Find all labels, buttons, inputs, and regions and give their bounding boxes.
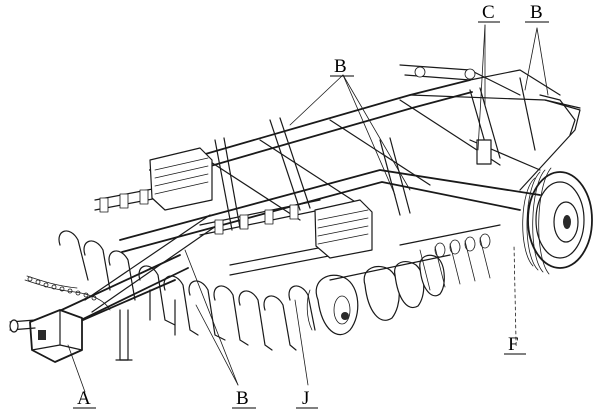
label-a: A — [77, 388, 91, 409]
hydraulic-rams — [214, 77, 536, 231]
disc-row — [306, 254, 451, 336]
callout-b-bottom: B — [232, 388, 256, 409]
label-b-mid: B — [334, 56, 347, 77]
callout-j: J — [296, 388, 318, 409]
rear-wheel — [522, 167, 593, 275]
rear-arms — [399, 64, 581, 136]
callout-c: C — [478, 2, 500, 23]
callout-a: A — [73, 388, 96, 409]
rear-rake — [399, 224, 501, 291]
label-b-bottom: B — [236, 388, 249, 409]
callout-b-mid: B — [330, 56, 354, 77]
drawbar — [9, 214, 217, 363]
callout-b-top: B — [525, 2, 549, 23]
label-j: J — [302, 388, 309, 409]
leader-lines — [67, 24, 549, 393]
label-f: F — [508, 334, 519, 355]
front-tines — [58, 230, 316, 351]
label-c: C — [482, 2, 495, 23]
callout-f: F — [504, 334, 526, 355]
label-b-top: B — [530, 2, 543, 23]
spring-packs — [149, 147, 373, 259]
